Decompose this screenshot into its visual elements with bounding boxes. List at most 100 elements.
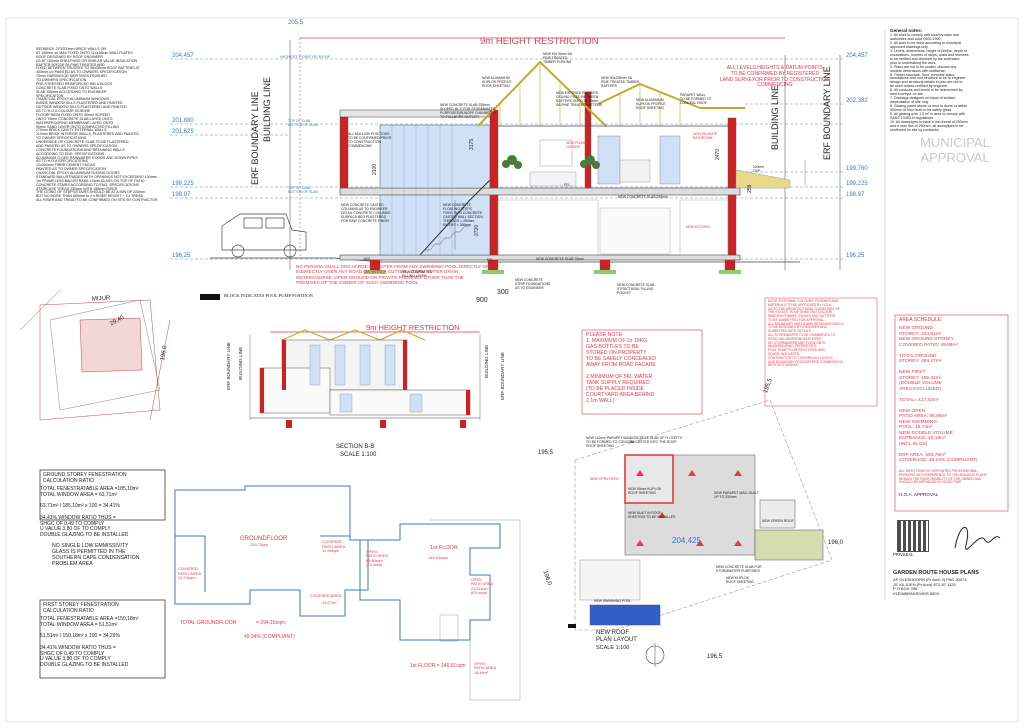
dim-2100: 2100 (372, 163, 378, 175)
slab-255-note: NEW CONCRETE SLAB 255mm (618, 195, 668, 199)
roof-note-4: NEW GREEN ROOF (762, 519, 794, 523)
roof-plan-title: NEW ROOF PLAN LAYOUT (596, 630, 637, 643)
open-patio-bottom: OPEN PATIO AREA 16,49m² (474, 662, 497, 675)
first-fen-text: TOTAL FENESTRATABLE AREA =150,18m² TOTAL… (40, 616, 139, 668)
ovp-note: 110mm OVP (753, 165, 765, 173)
section-a-height-restriction: 9m HEIGHT RESTRICTION (480, 36, 599, 47)
level-right-6: 196,25 (846, 253, 865, 259)
filling-note: NEW COMPACTED FILLING LAYER (402, 270, 433, 278)
section-b-building-right: BUILDING LINE (484, 344, 489, 378)
ngl-label: NGL (364, 257, 371, 261)
purlins-note: NEW 50x76mm SA PINE TREATED TIMBER PURLI… (543, 52, 573, 64)
dim-3175: 3175 (469, 138, 475, 150)
section-b-erf-left: ERF BOUNDARY LINE (226, 342, 231, 390)
firstfloor-label: 1st FLOOR (430, 545, 458, 551)
rafters-note: NEW EXPOSED RAFTERS CEILING FIXED BETWEE… (556, 91, 602, 107)
plunge-lounge-label: NEW PLUNGE LOUNGE (566, 141, 589, 149)
groundfloor-area: 234,75qm (250, 542, 268, 547)
roof-plan-drawing (568, 399, 833, 667)
roof-note-1: NEW 110mm PARAPET WALL TO BE FORMED TO C… (586, 436, 635, 448)
section-a-drawing (170, 37, 845, 300)
levels-note: ALL LEVELS,HEIGHTS & DATUM POINTS TO BE … (720, 65, 830, 89)
roof-boundary-3: 196,0 (828, 540, 844, 546)
section-b-erf-right: ERF BOUNDARY LINE (500, 352, 505, 400)
pool-discharge-note: NO PERSON SHALL DISCHARGE OF WATER FROM … (296, 264, 490, 285)
total-groundfloor-label: TOTAL GROUNDFLOOR (180, 620, 237, 626)
parapet-note: PARAPET WALL TO BE FORMED TO CONCEAL ROO… (680, 93, 712, 105)
firstfloor-outline (359, 519, 521, 701)
strip-foundation-note: NEW CONCRETE STRIP FOUNDATIONS AS TO ENG… (515, 278, 551, 290)
open-patio-right: OPEN PATIO AREA 21,01sqm (EX.area) (471, 578, 494, 596)
roof-note-3: NEW 90mm KLIPLOK ROOF SHEETING (628, 487, 662, 495)
area-schedule-title: AREA SCHEDULE: (899, 317, 943, 323)
top-slab-left-lower: TOP OF SLAB BOTTOM OF SLAB (288, 186, 318, 194)
roof-boundary-1: 195,5 (538, 450, 554, 456)
ground-fen-title: GROUND STOREY FENESTRATION CALCULATION R… (43, 472, 127, 484)
roof-sheeting-left-note: NEW ALUMINIUM KLIPLOK PROFILE ROOF SHEET… (482, 76, 512, 88)
ensuite-label: NEW EN-SUITE BATHROOM (693, 132, 718, 140)
gas-water-note: PLEASE NOTE 1. MAXIMUM OF 2x 19KG GAS BO… (586, 332, 657, 404)
level-right-3: 199,760 (846, 166, 868, 172)
low-e-note: NO SINGLE LOW EMMISSIVITY GLASS IS PERMI… (52, 543, 140, 567)
spec-notes: REDBRICK 270/220mm BRICK WALLS ON AT 150… (36, 47, 158, 203)
roof-plan-scale: SCALE 1:100 (596, 645, 630, 651)
structural-filling-note: NEW CONCRETE SLAB STRUCTURAL FILLING POC… (617, 283, 655, 295)
roof-sheeting-right-note: NEW ALUMINIUM KLIPLOK PROFILE ROOF SHEET… (636, 98, 666, 110)
section-b-drawing (249, 329, 481, 428)
site-sketch-drawing (19, 289, 171, 421)
title-lines: AP OLESHOORN (Pr Arch.2) PAD 30073 JS VI… (893, 577, 967, 596)
columns-note: NEW CONCRETE CASTED COLUMNS AS TO ENGINE… (341, 203, 391, 223)
area-schedule-text: NEW GROUND STOREY: 234,61m² NEW GROUND S… (899, 326, 978, 464)
first-fen-title: FIRST STOREY FENESTRATION CALCULATION RA… (43, 602, 119, 614)
roof-note-7: NEW OPEN PATIO (590, 477, 620, 481)
level-right-2: 202,382 (846, 98, 868, 104)
roof-note-8: NEW SWIMMING POOL (594, 599, 632, 603)
ground-fen-text: TOTAL FENESTRATABLE AREA =185,10m² TOTAL… (40, 486, 139, 538)
section-a-top-level: 205,5 (288, 20, 304, 26)
roof-note-5: NEW BUILT IN ROOF SHEETING TO BE INSTALL… (628, 511, 676, 519)
covered-patio-left: COVERED PATIO AREA 24,79sqm (178, 566, 202, 581)
level-left-4: 199,225 (172, 181, 194, 187)
title-company: GARDEN ROUTE HOUSE PLANS (893, 570, 979, 576)
groundfloor-outline (174, 485, 369, 617)
general-notes-text: 1. All work to comply with local by-laws… (890, 33, 969, 132)
roof-note-10: NEW CONCRETE SLAB FOR STORMWATER PURPOSE… (716, 565, 762, 573)
level-left-5: 198,97 (172, 192, 191, 198)
section-b-scale: SCALE 1:100 (340, 452, 377, 458)
top-slab-left-upper: TOP OF SLAB BOTTOM OF SLAB (288, 119, 318, 127)
section-a-highest-point: HIGHEST POINT OF ROOF (280, 54, 331, 59)
groundfloor-label: GROUNDFLOOR (240, 536, 288, 542)
floating-steps-note: NEW CONCRETE FLOATING STEPS FIXED INTO C… (443, 203, 483, 227)
hoa-note: NOTE: EXTERNAL COLOURS, FINISHES AND MAT… (768, 299, 844, 368)
pool-pump-note: BLOCK INDICATES POOL PUMP POSITION (224, 293, 313, 298)
level-right-4: 199,225 (846, 181, 868, 187)
title-stamp: PRIVSEAL (893, 552, 914, 557)
timber-rafters-note: NEW 50x228mm SA PINE TREATED TIMBER RAFT… (601, 76, 640, 88)
car-sketch (221, 213, 307, 258)
open-patio-left: OPEN PATIO AREA 63,86sqm (EX.area) (366, 550, 389, 568)
section-b-height-restriction: 9m HEIGHT RESTRICTION (366, 323, 460, 332)
ffl-label-1: FFL (487, 258, 494, 262)
ffl-label-2: FFL (564, 183, 571, 187)
level-left-1: 204,457 (172, 53, 194, 59)
municipal-approval-stamp: MUNICIPAL APPROVAL (920, 135, 990, 165)
level-right-1: 204,457 (846, 53, 868, 59)
erf-boundary-left: ERF BOUNDARY LINE (250, 91, 260, 185)
section-b-building-left: BUILDING LINE (238, 346, 243, 380)
approval-responsibility-note: ALL INFECTIONS BY APPOINTED PROFESSIONAL… (899, 469, 987, 485)
level-right-5: 198,97 (846, 192, 865, 198)
groundfloor-coverage: 49,94% (COMPLIANT) (244, 634, 295, 640)
kitchen-label: NEW KITCHEN (686, 225, 710, 229)
qr-code (897, 520, 929, 552)
covered-area-bottom: COVERED AREA (310, 593, 342, 598)
level-left-2: 201,880 (172, 118, 194, 124)
dim-900: 900 (476, 297, 488, 304)
hoa-approval-label: H.O.A. APPROVAL (899, 492, 939, 497)
covered-area-sqm: 13,07m² (322, 600, 337, 605)
section-b-title: SECTION B-B (336, 444, 375, 450)
dim-255: 255 (747, 184, 753, 193)
total-groundfloor-area: = 294,16sqm (256, 620, 286, 626)
general-notes-title: General notes: (890, 28, 923, 33)
dim-300: 300 (497, 289, 509, 296)
